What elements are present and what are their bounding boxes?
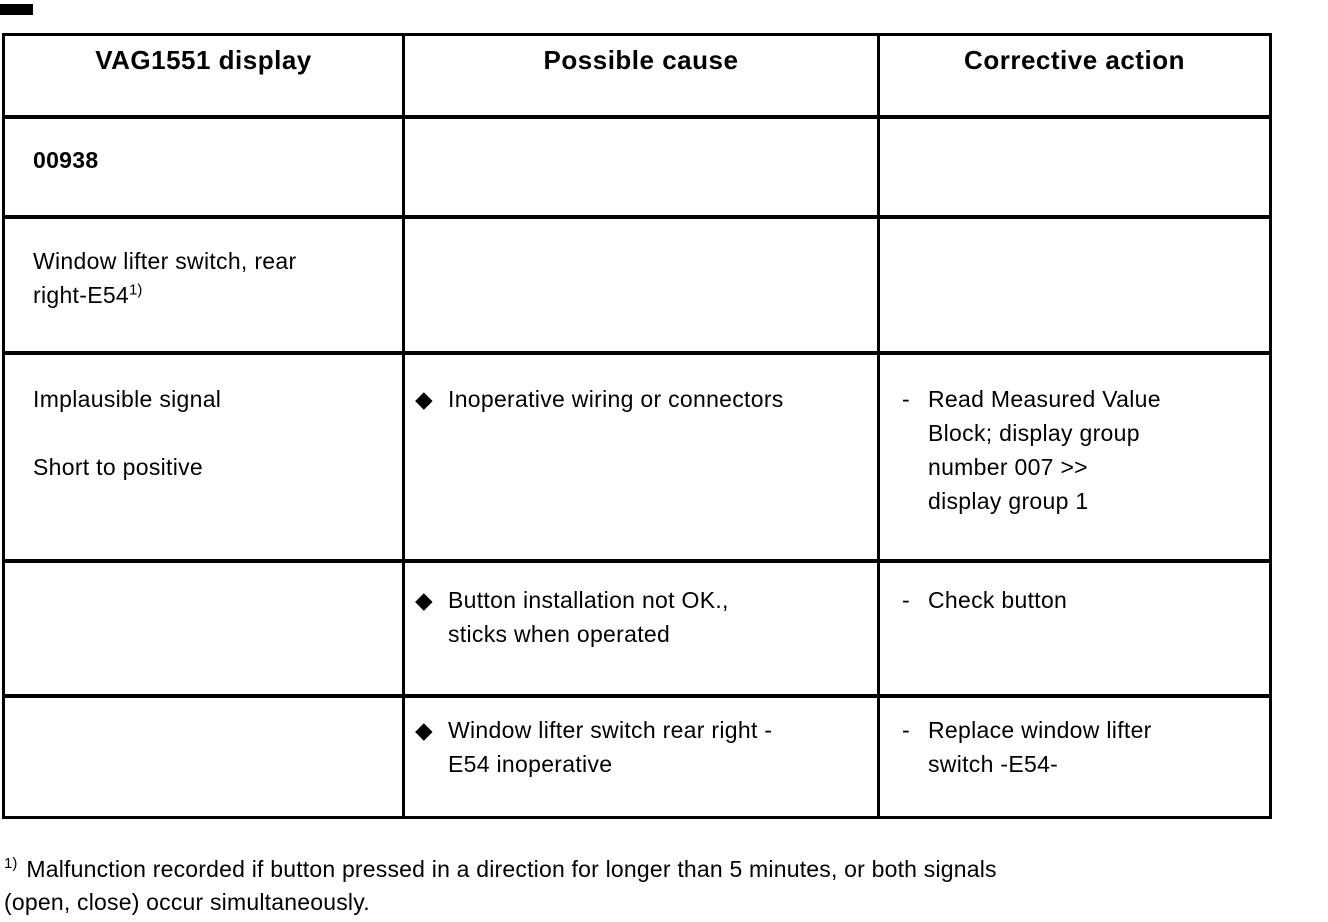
dash-bullet: -: [902, 386, 910, 412]
fault-location-text: Window lifter switch, rear right-E54: [33, 248, 297, 308]
cell-empty: [880, 219, 1269, 355]
column-header-vag1551-display: VAG1551 display: [5, 36, 405, 119]
action-text: Check button: [928, 587, 1068, 613]
column-header-corrective-action: Corrective action: [880, 36, 1269, 119]
fault-type-text: Implausible signal Short to positive: [33, 386, 222, 480]
diamond-bullet-icon: ◆: [415, 717, 433, 743]
scan-corner-mark: [0, 4, 33, 15]
cause-text: Inoperative wiring or connectors: [448, 386, 784, 412]
cell-empty: [405, 219, 880, 355]
footnote-ref-marker: 1): [129, 281, 143, 299]
dash-bullet: -: [902, 717, 910, 743]
diagnostic-table: VAG1551 display Possible cause Correctiv…: [2, 33, 1272, 819]
cell-action-replace-switch: - Replace window lifter switch -E54-: [880, 698, 1269, 816]
footnote-text: Malfunction recorded if button pressed i…: [4, 856, 997, 915]
action-text: Read Measured Value Block; display group…: [928, 386, 1161, 514]
cell-action-check-button: - Check button: [880, 563, 1269, 698]
cell-cause-switch-inoperative: ◆ Window lifter switch rear right - E54 …: [405, 698, 880, 816]
dash-bullet: -: [902, 587, 910, 613]
column-header-possible-cause: Possible cause: [405, 36, 880, 119]
diamond-bullet-icon: ◆: [415, 386, 433, 412]
cause-text: Button installation not OK., sticks when…: [448, 587, 729, 647]
cause-text: Window lifter switch rear right - E54 in…: [448, 717, 773, 777]
cell-empty: [5, 698, 405, 816]
action-text: Replace window lifter switch -E54-: [928, 717, 1152, 777]
footnote: 1)Malfunction recorded if button pressed…: [4, 853, 1314, 919]
diamond-bullet-icon: ◆: [415, 587, 433, 613]
cell-empty: [405, 119, 880, 219]
cell-action-read-measured-value: - Read Measured Value Block; display gro…: [880, 355, 1269, 563]
cell-empty: [880, 119, 1269, 219]
cell-fault-type: Implausible signal Short to positive: [5, 355, 405, 563]
cell-cause-button: ◆ Button installation not OK., sticks wh…: [405, 563, 880, 698]
cell-fault-code: 00938: [5, 119, 405, 219]
cell-cause-wiring: ◆ Inoperative wiring or connectors: [405, 355, 880, 563]
footnote-number: 1): [4, 855, 18, 873]
cell-fault-location: Window lifter switch, rear right-E541): [5, 219, 405, 355]
cell-empty: [5, 563, 405, 698]
